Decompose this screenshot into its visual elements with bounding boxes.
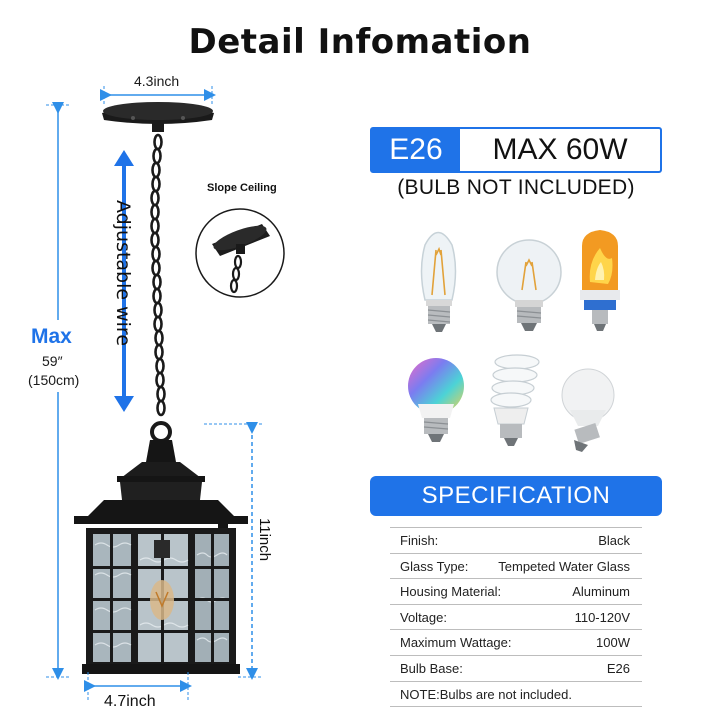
spec-label: Glass Type:	[400, 558, 469, 574]
spec-note-row: NOTE:Bulbs are not included.	[390, 682, 642, 708]
spec-value: E26	[606, 660, 630, 676]
spec-label: Finish:	[400, 533, 439, 548]
slope-ceiling-label: Slope Ceiling	[207, 182, 277, 194]
bulb-spec-box: E26 MAX 60W	[370, 127, 662, 173]
spec-note: NOTE:Bulbs are not included.	[400, 686, 572, 702]
adjustable-wire-arrow	[114, 150, 134, 412]
canopy-width-label: 4.3inch	[134, 73, 180, 89]
spec-label: Voltage:	[400, 609, 447, 625]
adjustable-wire-label: Adjustable wire	[112, 200, 134, 347]
max-cm-label: (150cm)	[28, 372, 80, 388]
spiral-cfl-bulb-icon	[490, 354, 540, 446]
lantern-height-dimension	[204, 422, 262, 680]
max-label: Max	[31, 325, 72, 348]
chain-icon	[150, 133, 166, 417]
lantern-height-label: 11inch	[256, 518, 273, 562]
globe-g25-bulb-icon	[496, 239, 562, 331]
lantern-width-label: 4.7inch	[104, 693, 156, 710]
page-title: Detail Infomation	[188, 22, 532, 62]
spec-row-glass-type: Glass Type: Tempeted Water Glass	[390, 554, 642, 580]
edison-st64-bulb-icon	[420, 231, 457, 332]
compatible-bulbs	[408, 230, 620, 452]
spec-value: 110-120V	[574, 609, 630, 625]
spec-row-maximum-wattage: Maximum Wattage: 100W	[390, 630, 642, 656]
max-height-dimension	[46, 102, 70, 680]
flame-effect-bulb-icon	[580, 230, 620, 331]
spec-row-finish: Finish: Black	[390, 527, 642, 554]
spec-row-housing-material: Housing Material: Aluminum	[390, 579, 642, 605]
spec-value: Tempeted Water Glass	[498, 558, 630, 574]
spec-row-bulb-base: Bulb Base: E26	[390, 656, 642, 682]
hook-ring-icon	[150, 421, 172, 443]
slope-ceiling-inset	[195, 208, 285, 298]
rgb-a19-bulb-icon	[408, 358, 464, 442]
product-illustration	[46, 86, 285, 700]
spec-row-voltage: Voltage: 110-120V	[390, 605, 642, 631]
spec-label: Housing Material:	[400, 584, 502, 600]
canopy-width-dimension	[100, 86, 216, 104]
max-inch-label: 59″	[42, 353, 63, 369]
canopy-icon	[102, 102, 214, 132]
specification-heading: SPECIFICATION	[370, 476, 662, 516]
spec-value: Aluminum	[572, 584, 630, 600]
spec-value: Black	[598, 533, 630, 548]
specification-table: Finish: Black Glass Type: Tempeted Water…	[390, 527, 642, 708]
lantern-icon	[74, 440, 248, 674]
lantern-width-dimension	[84, 672, 192, 700]
bulb-not-included-note: (BULB NOT INCLUDED)	[397, 176, 635, 199]
spec-value: 100W	[596, 635, 630, 651]
bulb-base-code: E26	[372, 129, 460, 171]
spec-label: Bulb Base:	[400, 660, 463, 676]
frosted-a19-bulb-icon	[561, 368, 615, 452]
spec-label: Maximum Wattage:	[400, 635, 512, 651]
max-wattage-label: MAX 60W	[492, 133, 628, 166]
